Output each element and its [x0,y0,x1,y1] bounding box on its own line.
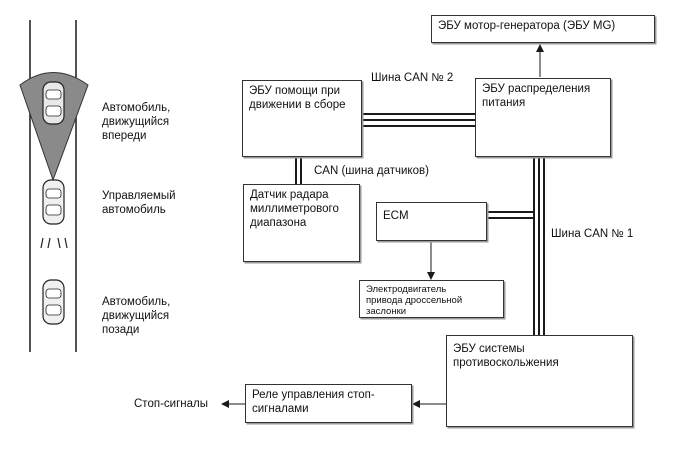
can-sensor-label: CAN (шина датчиков) [314,165,429,177]
throttle-motor-box: Электродвигатель привода дроссельной зас… [359,280,504,318]
can1-bus-line [533,157,545,336]
ecm-box: ECM [376,202,487,241]
controlled-vehicle-label: Управляемый автомобиль [102,190,176,216]
rear-vehicle-label: Автомобиль, движущийся позади [102,296,171,336]
skid-control-ecu-box: ЭБУ системы противоскольжения [446,335,633,427]
front-car-icon [42,81,65,125]
driving-support-ecu-box: ЭБУ помощи при движении в сборе [242,80,362,157]
road [29,20,77,352]
can2-bus-line [361,113,476,127]
radar-cone [19,72,89,182]
front-vehicle-label: Автомобиль, движущийся впереди [102,102,171,142]
can2-label: Шина CAN № 2 [371,72,454,84]
stop-light-relay-box: Реле управления стоп- сигналами [245,384,412,423]
can1-label: Шина CAN № 1 [551,228,634,240]
power-management-ecu-box: ЭБУ распределения питания [475,78,611,157]
radar-sensor-box: Датчик радара миллиметрового диапазона [243,184,360,262]
can1-ecm-branch-line [486,211,534,219]
can-sensor-bus-line [295,158,302,185]
controlled-car-icon [42,179,65,225]
brake-light-marks [40,237,68,249]
mg-ecu-box: ЭБУ мотор-генератора (ЭБУ MG) [431,15,655,43]
stop-lights-label: Стоп-сигналы [134,398,208,410]
rear-car-icon [42,279,65,325]
